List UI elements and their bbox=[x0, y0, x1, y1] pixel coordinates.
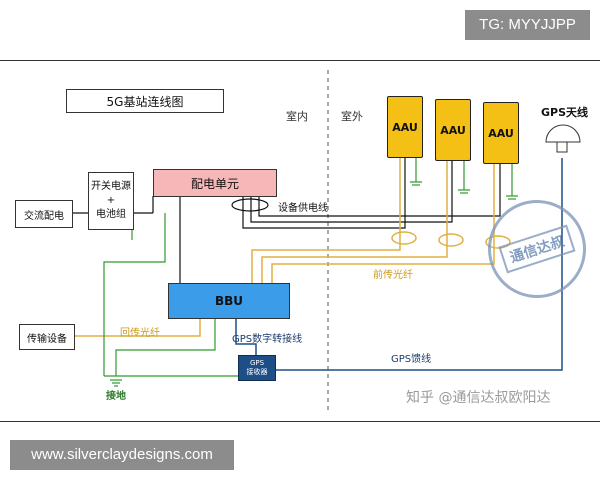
ground-label: 接地 bbox=[106, 391, 126, 402]
power-distribution-node: 配电单元 bbox=[153, 169, 277, 197]
gps-lines bbox=[235, 158, 563, 371]
fronthaul-label: 前传光纤 bbox=[373, 270, 413, 281]
gps-antenna-icon bbox=[545, 124, 581, 153]
aau-node-2: AAU bbox=[435, 99, 471, 161]
gps-digital-label: GPS数字转接线 bbox=[232, 334, 303, 345]
power-lines bbox=[71, 156, 501, 283]
backhaul-label: 回传光纤 bbox=[120, 328, 160, 339]
site-tag: www.silverclaydesigns.com bbox=[10, 440, 234, 470]
zone-indoor-label: 室内 bbox=[286, 110, 308, 123]
fiber-lines bbox=[73, 156, 511, 337]
gps-receiver-node: GPS 接收器 bbox=[238, 355, 276, 381]
tg-tag: TG: MYYJJPP bbox=[465, 10, 590, 40]
gps-feeder-label: GPS馈线 bbox=[391, 354, 432, 365]
power-cable-label: 设备供电线 bbox=[278, 203, 328, 214]
aau-node-1: AAU bbox=[387, 96, 423, 158]
zone-outdoor-label: 室外 bbox=[341, 110, 363, 123]
aau-node-3: AAU bbox=[483, 102, 519, 164]
switch-power-node: 开关电源 + 电池组 bbox=[88, 172, 134, 230]
diagram-title: 5G基站连线图 bbox=[66, 89, 224, 113]
stamp-text: 通信达叔 bbox=[498, 224, 576, 274]
ac-power-node: 交流配电 bbox=[15, 200, 73, 228]
bbu-node: BBU bbox=[168, 283, 290, 319]
watermark-text: 知乎 @通信达叔欧阳达 bbox=[406, 390, 551, 406]
gps-antenna-label: GPS天线 bbox=[541, 106, 589, 119]
diagram-frame bbox=[0, 60, 600, 422]
transmission-node: 传输设备 bbox=[19, 324, 75, 350]
